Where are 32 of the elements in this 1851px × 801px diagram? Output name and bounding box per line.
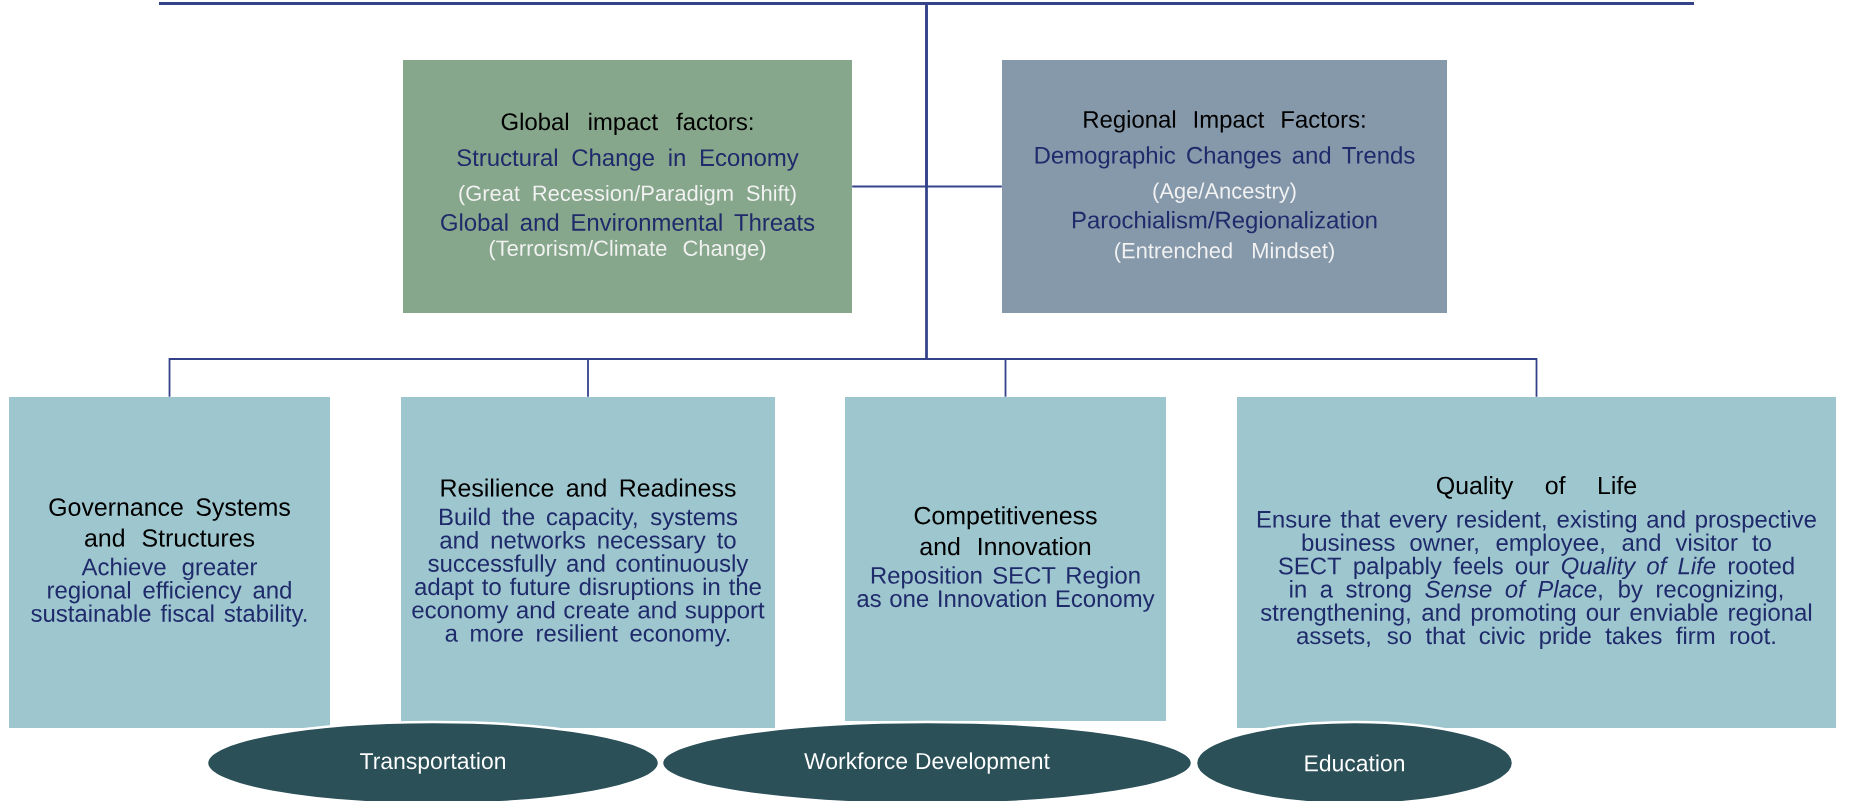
goal-box bbox=[401, 397, 775, 728]
factor-title: Parochialism/Regionalization bbox=[1072, 211, 1377, 234]
goal-description: Achieve greater regional efficiency and sustainable fiscal stability. bbox=[31, 557, 307, 627]
factor-detail: (Great Recession/Paradigm Shift) bbox=[459, 184, 796, 206]
goal-description: Build the capacity, systems and networks necessary to successfully and continuously adapt to future disruptions in the economy and create and support a more resilient economy. bbox=[412, 507, 765, 647]
connector-line bbox=[925, 4, 1538, 398]
theme-ellipse bbox=[660, 720, 1194, 801]
theme-label: Transportation bbox=[360, 752, 505, 774]
factor-title: Structural Change in Economy bbox=[457, 148, 799, 171]
theme-ellipse bbox=[1194, 720, 1515, 801]
goal-box bbox=[1237, 397, 1836, 728]
box-heading: Regional Impact Factors: bbox=[1084, 110, 1365, 133]
factor-detail: (Age/Ancestry) bbox=[1153, 182, 1296, 203]
goal-box bbox=[845, 397, 1166, 721]
header-bar bbox=[159, 2, 1694, 5]
theme-label: Education bbox=[1305, 754, 1404, 772]
box-heading: Global impact factors: bbox=[501, 112, 753, 135]
box-heading: Quality of Life bbox=[1437, 476, 1637, 500]
box-heading: Competitiveness and Innovation bbox=[914, 506, 1097, 556]
goal-description: Ensure that every resident, existing and prospective business owner, employee, and visitor to SECT palpably feels our Quality of Life rooted in a strong Sense of Place, by recognizing, strengthening, and promoting our enviable regional assets, so that civic pride takes firm root. bbox=[1257, 510, 1816, 649]
box-heading: Governance Systems and Structures bbox=[49, 498, 290, 547]
factor-title: Demographic Changes and Trends bbox=[1035, 146, 1415, 169]
factor-detail: (Entrenched Mindset) bbox=[1115, 242, 1334, 263]
theme-label: Workforce Development bbox=[804, 752, 1050, 774]
goal-box bbox=[9, 397, 330, 728]
factor-box bbox=[403, 60, 852, 313]
factor-title: Global and Environmental Threats bbox=[441, 213, 815, 231]
goal-description: Reposition SECT Region as one Innovation Economy bbox=[857, 566, 1155, 612]
factor-box bbox=[1002, 60, 1447, 313]
theme-ellipse bbox=[205, 720, 661, 801]
factor-detail: (Terrorism/Climate Change) bbox=[489, 239, 766, 261]
box-heading: Resilience and Readiness bbox=[441, 478, 736, 497]
